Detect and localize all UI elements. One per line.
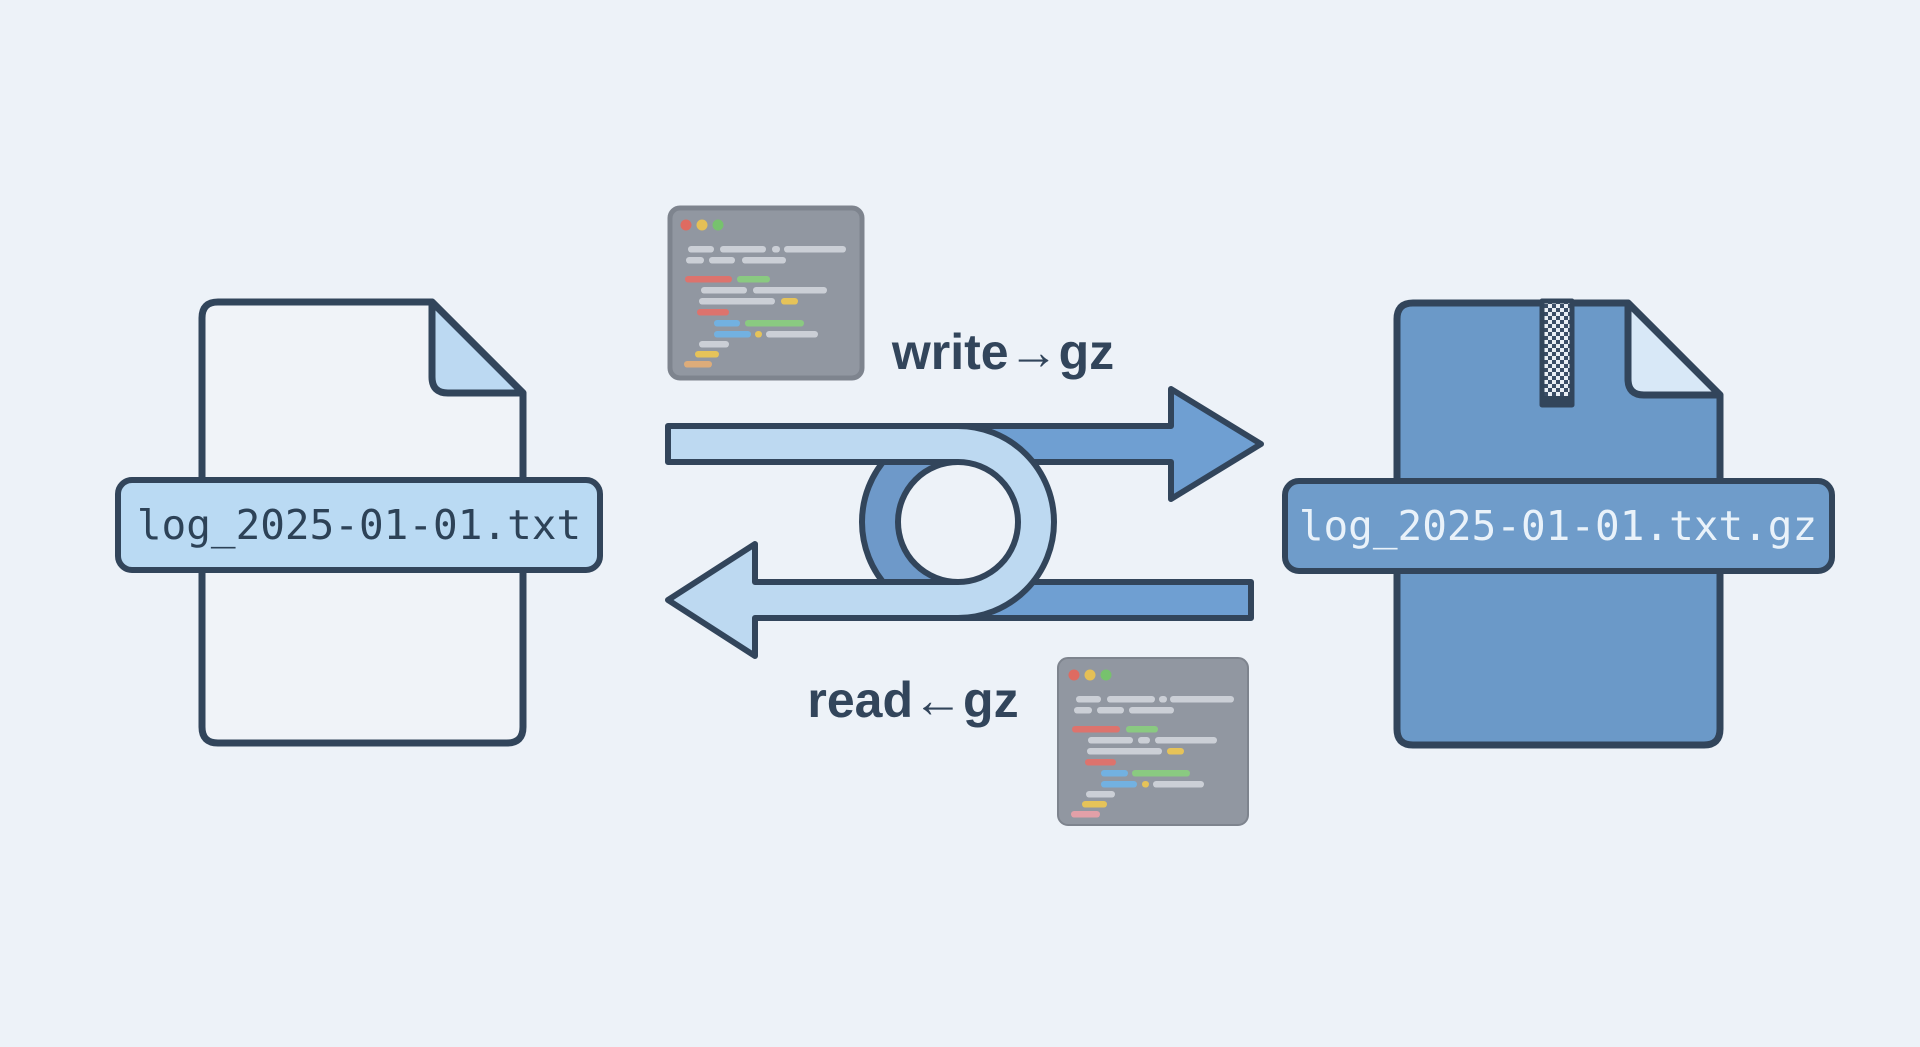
code-line-bar	[688, 246, 714, 253]
target-badge-pill	[1282, 478, 1835, 574]
code-line-bar	[709, 257, 735, 264]
code-lines	[1071, 696, 1234, 818]
source-file-folded-corner	[428, 298, 527, 397]
traffic-light-red-icon	[680, 219, 692, 231]
code-line-bar	[755, 331, 762, 338]
traffic-light-yellow-icon	[696, 219, 708, 231]
read-flow-label: read←gz	[807, 672, 1018, 728]
code-line-bar	[1097, 707, 1124, 714]
code-line-bar	[699, 298, 775, 305]
code-line-bar	[1155, 737, 1217, 744]
code-line-bar	[1132, 770, 1190, 777]
code-line-bar	[772, 246, 780, 253]
source-filename-badge: log_2025-01-01.txt	[115, 477, 603, 573]
code-line-bar	[1072, 726, 1120, 733]
traffic-light-yellow-icon	[1084, 669, 1096, 681]
code-line-bar	[1167, 748, 1184, 755]
code-line-bar	[1086, 791, 1115, 798]
code-line-bar	[1142, 781, 1149, 788]
code-line-bar	[753, 287, 827, 294]
code-window-frame	[1057, 657, 1249, 826]
code-line-bar	[1159, 696, 1167, 703]
code-line-bar	[742, 257, 786, 264]
code-snippet-bottom	[1057, 657, 1249, 826]
code-line-bar	[737, 276, 770, 283]
code-line-bar	[784, 246, 846, 253]
code-line-bar	[1082, 801, 1107, 808]
code-line-bar	[1088, 737, 1133, 744]
code-line-bar	[695, 351, 719, 358]
code-lines	[684, 246, 846, 368]
code-snippet-top	[667, 205, 865, 381]
code-line-bar	[1138, 737, 1150, 744]
code-line-bar	[766, 331, 818, 338]
code-line-bar	[699, 341, 729, 348]
code-line-bar	[697, 309, 729, 316]
source-filename-text: log_2025-01-01.txt	[137, 501, 581, 549]
code-line-bar	[1071, 811, 1100, 818]
target-filename-badge: log_2025-01-01.txt.gz	[1282, 478, 1835, 574]
traffic-light-green-icon	[712, 219, 724, 231]
code-line-bar	[1153, 781, 1204, 788]
code-line-bar	[1126, 726, 1158, 733]
code-line-bar	[1076, 696, 1101, 703]
source-badge-pill	[115, 477, 603, 573]
code-line-bar	[685, 276, 732, 283]
traffic-light-red-icon	[1068, 669, 1080, 681]
read-arrow-loop-ribbon	[665, 423, 1057, 659]
code-line-bar	[686, 257, 704, 264]
zipper-strip	[1539, 298, 1575, 408]
code-line-bar	[745, 320, 804, 327]
code-line-bar	[720, 246, 766, 253]
code-line-bar	[714, 320, 740, 327]
code-line-bar	[1170, 696, 1234, 703]
code-line-bar	[684, 361, 712, 368]
code-line-bar	[1107, 696, 1155, 703]
target-filename-text: log_2025-01-01.txt.gz	[1299, 502, 1817, 550]
code-line-bar	[1085, 759, 1116, 766]
code-line-bar	[1087, 748, 1162, 755]
code-line-bar	[1101, 770, 1128, 777]
code-line-bar	[781, 298, 798, 305]
code-line-bar	[1129, 707, 1174, 714]
write-flow-label: write→gz	[891, 324, 1114, 380]
code-line-bar	[701, 287, 747, 294]
zipper-strip-end	[1541, 396, 1573, 406]
code-line-bar	[714, 331, 751, 338]
code-line-bar	[1074, 707, 1092, 714]
code-line-bar	[1101, 781, 1137, 788]
gzip-file-folded-corner	[1624, 299, 1724, 399]
loop-arrows	[665, 386, 1264, 659]
traffic-light-green-icon	[1100, 669, 1112, 681]
